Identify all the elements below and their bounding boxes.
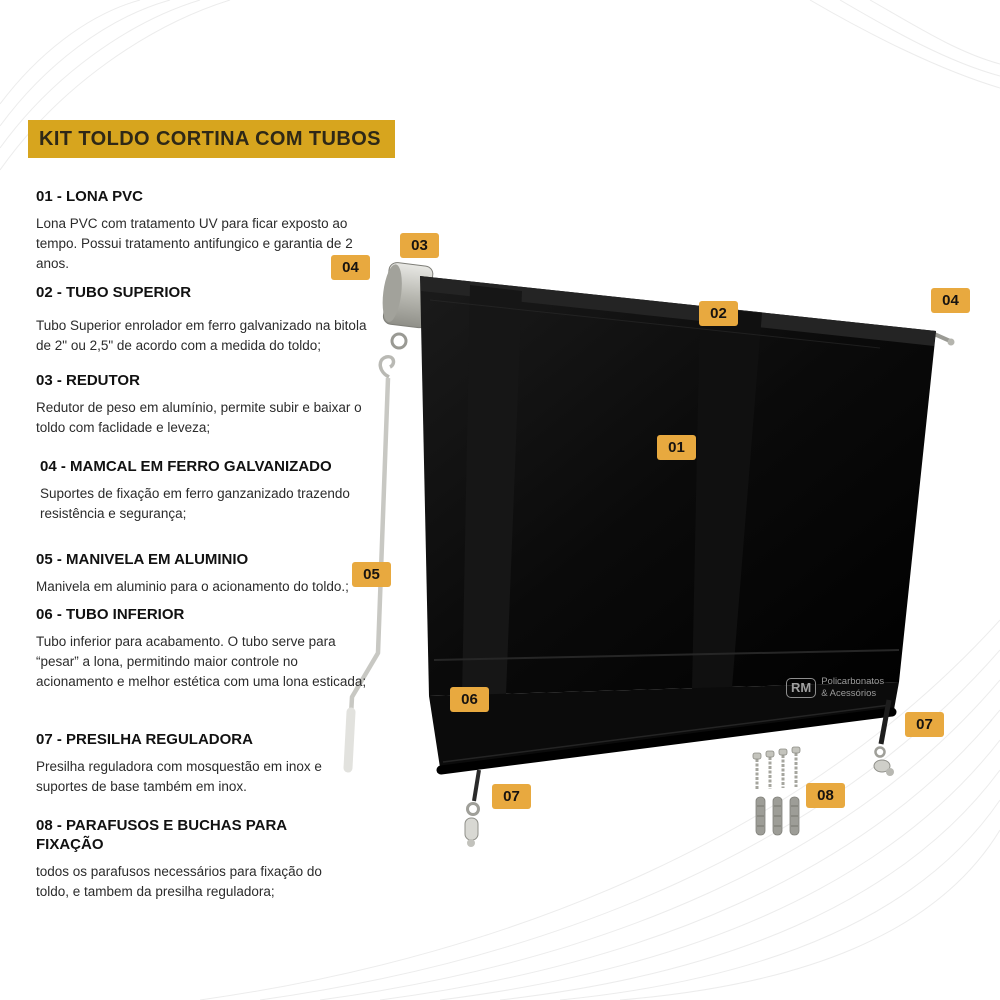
left-cable-hook [464,769,481,847]
badge-04-right: 04 [931,288,970,313]
bottom-flap-and-tube [429,682,899,775]
part-description-02: Tubo Superior enrolador em ferro galvani… [36,317,367,353]
bracket-ring [390,332,408,350]
badge-06: 06 [450,687,489,712]
title-banner: KIT TOLDO CORTINA COM TUBOS [28,120,395,158]
part-section-01: 01 - LONA PVC Lona PVC com tratamento UV… [36,188,368,275]
part-description-06: Tubo inferior para acabamento. O tubo se… [36,633,367,690]
badge-08: 08 [806,783,845,808]
brand-text: Policarbonatos & Acessórios [821,676,884,700]
part-section-03: 03 - REDUTOR Redutor de peso em alumínio… [36,372,368,438]
part-section-07: 07 - PRESILHA REGULADORA Presilha regula… [36,731,368,797]
part-heading-03: 03 - REDUTOR [36,372,140,389]
part-description-07: Presilha reguladora com mosquestão em in… [36,758,322,794]
crank-handle [343,354,396,773]
part-section-06: 06 - TUBO INFERIOR Tubo inferior para ac… [36,606,368,693]
part-section-04: 04 - MAMCAL EM FERRO GALVANIZADO Suporte… [40,458,372,524]
part-heading-02: 02 - TUBO SUPERIOR [36,284,192,301]
part-heading-04: 04 - MAMCAL EM FERRO GALVANIZADO [40,458,332,475]
part-section-02: 02 - TUBO SUPERIOR Tubo Superior enrolad… [36,284,368,356]
part-heading-06: 06 - TUBO INFERIOR [36,606,185,623]
right-strap-pulley [873,699,894,776]
badge-07-left: 07 [492,784,531,809]
badge-02: 02 [699,301,738,326]
badge-04-left: 04 [331,255,370,280]
screws-and-anchors [752,746,801,836]
part-description-05: Manivela em aluminio para o acionamento … [36,578,349,594]
part-section-08: 08 - PARAFUSOS E BUCHAS PARA FIXAÇÃO tod… [36,817,336,902]
part-description-01: Lona PVC com tratamento UV para ficar ex… [36,215,353,272]
awning-canvas [420,276,936,696]
brand-logo: RM [786,677,817,699]
part-description-03: Redutor de peso em alumínio, permite sub… [36,399,362,435]
part-heading-07: 07 - PRESILHA REGULADORA [36,731,253,748]
badge-03: 03 [400,233,439,258]
part-heading-01: 01 - LONA PVC [36,188,143,205]
badge-07-right: 07 [905,712,944,737]
brand-name: Policarbonatos [821,676,885,687]
part-heading-08: 08 - PARAFUSOS E BUCHAS PARA FIXAÇÃO [36,817,287,853]
brand-sub: & Acessórios [821,687,877,699]
part-section-05: 05 - MANIVELA EM ALUMINIO Manivela em al… [36,551,368,597]
brand-watermark: RM Policarbonatos & Acessórios [786,676,884,700]
badge-01: 01 [657,435,696,460]
page-title: KIT TOLDO CORTINA COM TUBOS [39,127,381,150]
badge-05: 05 [352,562,391,587]
part-heading-05: 05 - MANIVELA EM ALUMINIO [36,551,249,568]
part-description-08: todos os parafusos necessários para fixa… [36,863,322,899]
part-description-04: Suportes de fixação em ferro ganzanizado… [40,485,350,521]
